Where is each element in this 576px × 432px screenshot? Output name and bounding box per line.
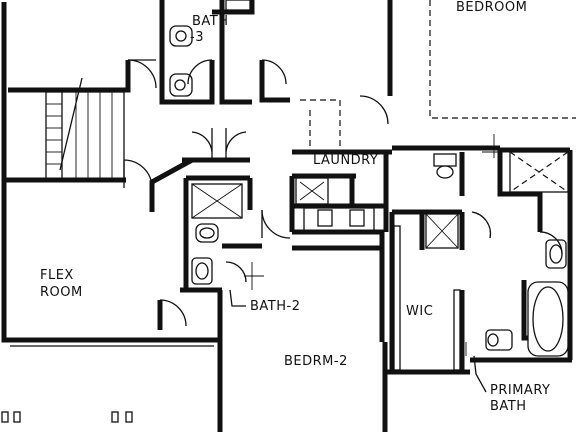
label-primary-line2: BATH (490, 399, 527, 414)
label-wic: WIC (406, 304, 434, 319)
staircase (45, 77, 125, 181)
interior-walls (149, 145, 570, 372)
label-bedrm-2: BEDRM-2 (284, 354, 348, 369)
label-flex-line1: FLEX (40, 268, 74, 283)
primary-bath-fixtures (425, 151, 569, 357)
label-laundry: LAUNDRY (313, 153, 379, 168)
label-flex-line2: ROOM (40, 285, 83, 300)
door-swings (123, 59, 563, 327)
bedroom-ceiling-outline (429, 0, 576, 119)
label-bath-3-suffix: -3 (190, 30, 204, 45)
wic-shelving (393, 225, 461, 371)
electrical-symbols (244, 134, 508, 356)
laundry-fixtures (295, 99, 375, 233)
bath-2-fixtures (191, 183, 243, 285)
rail-details (1, 339, 214, 423)
label-leaders (229, 289, 487, 393)
label-bath-3: BATH (192, 14, 229, 29)
label-bath-2: BATH-2 (250, 299, 301, 314)
label-bedroom: BEDROOM (456, 0, 528, 15)
label-primary-line1: PRIMARY (490, 383, 551, 398)
